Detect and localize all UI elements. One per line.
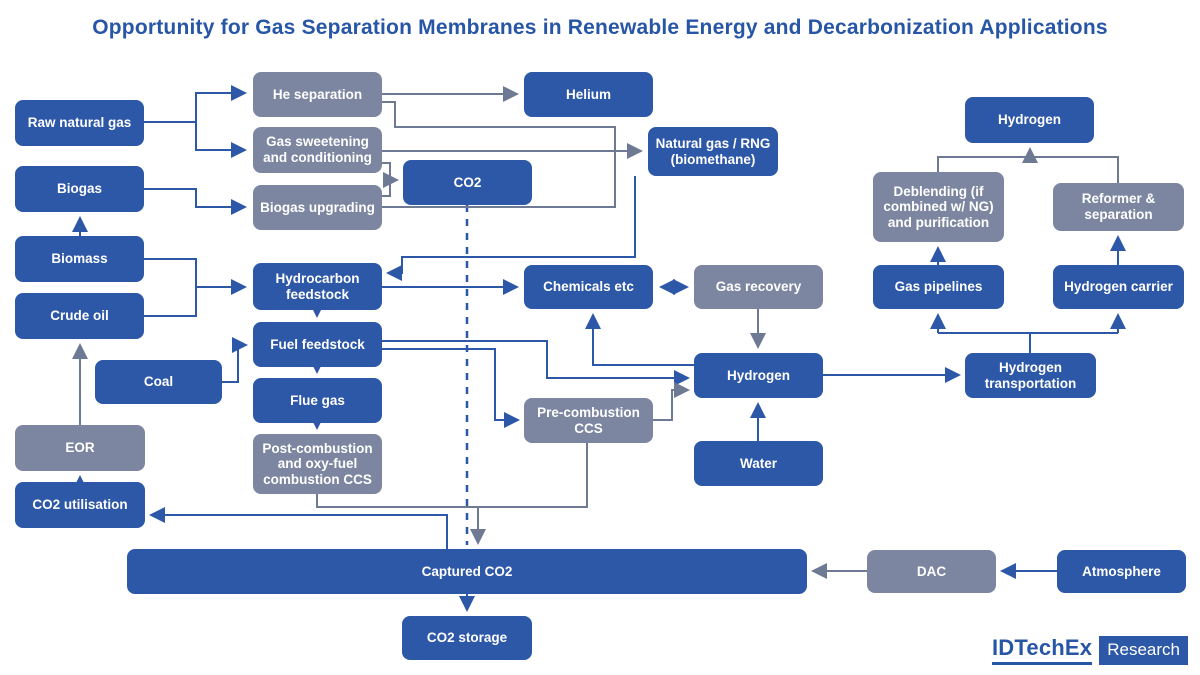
node-hydrogen-transportation: Hydrogen transportation — [965, 353, 1096, 398]
node-hydrogen-top: Hydrogen — [965, 97, 1094, 143]
node-captured-co2: Captured CO2 — [127, 549, 807, 594]
node-label: Hydrocarbon feedstock — [275, 270, 360, 302]
logo-research-badge: Research — [1099, 635, 1188, 665]
node-label: Fuel feedstock — [270, 336, 365, 352]
node-label: Chemicals etc — [543, 279, 634, 295]
diagram-title: Opportunity for Gas Separation Membranes… — [92, 16, 1108, 39]
node-label: Reformer & separation — [1081, 191, 1156, 222]
node-biomass: Biomass — [15, 236, 144, 282]
node-label: Flue gas — [290, 392, 345, 408]
node-natural-gas-rng: Natural gas / RNG (biomethane) — [648, 127, 778, 176]
node-label: He separation — [272, 86, 363, 102]
edge-fuel-preccs — [382, 348, 520, 428]
edge-biogas-upgrading — [144, 188, 247, 215]
node-label: Pre-combustion CCS — [537, 404, 640, 436]
edge-hydrogen-chemicals — [585, 313, 694, 366]
edge-rawgas-sweetening — [195, 122, 247, 158]
edge-ngrng-hydrocarbon — [386, 176, 636, 281]
node-pre-combustion-ccs: Pre-combustion CCS — [524, 398, 653, 443]
idtechex-logo: IDTechEx Research — [992, 635, 1188, 665]
edge-ccs-manifold — [316, 443, 588, 508]
node-label: Helium — [565, 86, 611, 102]
edge-biomass-crudeoil-join — [144, 258, 197, 317]
node-gas-pipelines: Gas pipelines — [873, 265, 1004, 309]
node-label: Post-combustion and oxy-fuel combustion … — [262, 440, 373, 487]
node-water: Water — [694, 441, 823, 486]
node-gas-sweetening: Gas sweetening and conditioning — [253, 127, 382, 173]
node-label: Biomass — [51, 251, 108, 267]
edge-captured-co2util — [149, 507, 448, 549]
node-label: Water — [739, 455, 777, 471]
node-label: Deblending (if combined w/ NG) and purif… — [883, 183, 994, 230]
edge-rawgas-heseparation — [195, 85, 247, 122]
node-label: Gas sweetening and conditioning — [263, 134, 372, 165]
node-label: EOR — [65, 440, 95, 456]
node-label: CO2 storage — [426, 630, 508, 646]
node-flue-gas: Flue gas — [253, 378, 382, 423]
node-post-combustion-ccs: Post-combustion and oxy-fuel combustion … — [253, 434, 382, 494]
node-reformer-separation: Reformer & separation — [1053, 183, 1184, 231]
node-label: Hydrogen transportation — [984, 359, 1077, 391]
node-label: Coal — [143, 374, 174, 390]
node-label: Biogas — [56, 181, 102, 197]
node-label: Gas recovery — [715, 279, 802, 295]
edge-coal-fuelfeedstock — [222, 337, 248, 383]
node-biogas-upgrading: Biogas upgrading — [253, 185, 382, 230]
node-eor: EOR — [15, 425, 145, 471]
node-label: Natural gas / RNG (biomethane) — [655, 135, 771, 167]
node-label: DAC — [916, 563, 947, 579]
node-label: Hydrogen — [726, 367, 790, 383]
node-label: Crude oil — [50, 308, 109, 324]
node-helium: Helium — [524, 72, 653, 117]
edge-preccs-hydrogen — [653, 382, 690, 421]
node-co2: CO2 — [403, 160, 532, 205]
node-hydrogen-mid: Hydrogen — [694, 353, 823, 398]
node-he-separation: He separation — [253, 72, 382, 117]
node-crude-oil: Crude oil — [15, 293, 144, 339]
node-coal: Coal — [95, 360, 222, 404]
node-label: CO2 utilisation — [32, 497, 128, 513]
edge-hesep-upgrading-manifold — [382, 101, 616, 208]
node-hydrocarbon-feedstock: Hydrocarbon feedstock — [253, 263, 382, 310]
edge-co2-bracket — [382, 162, 391, 197]
node-label: Biogas upgrading — [260, 199, 375, 215]
node-co2-storage: CO2 storage — [402, 616, 532, 660]
node-label: CO2 — [453, 174, 482, 190]
edge-fuel-hydrogen — [382, 340, 690, 386]
node-deblending: Deblending (if combined w/ NG) and purif… — [873, 172, 1004, 242]
node-label: Hydrogen — [997, 112, 1061, 128]
node-fuel-feedstock: Fuel feedstock — [253, 322, 382, 367]
node-label: Gas pipelines — [894, 279, 983, 295]
node-label: Hydrogen carrier — [1064, 279, 1173, 295]
node-label: Captured CO2 — [421, 563, 513, 579]
node-gas-recovery: Gas recovery — [694, 265, 823, 309]
node-co2-utilisation: CO2 utilisation — [15, 482, 145, 528]
logo-wordmark: IDTechEx — [992, 635, 1093, 665]
node-raw-natural-gas: Raw natural gas — [15, 100, 144, 146]
node-biogas: Biogas — [15, 166, 144, 212]
node-label: Atmosphere — [1082, 563, 1161, 579]
node-label: Raw natural gas — [27, 115, 132, 131]
node-hydrogen-carrier: Hydrogen carrier — [1053, 265, 1184, 309]
edge-transportation-split — [938, 332, 1118, 353]
node-chemicals-etc: Chemicals etc — [524, 265, 653, 309]
node-dac: DAC — [867, 550, 996, 593]
node-atmosphere: Atmosphere — [1057, 550, 1186, 593]
